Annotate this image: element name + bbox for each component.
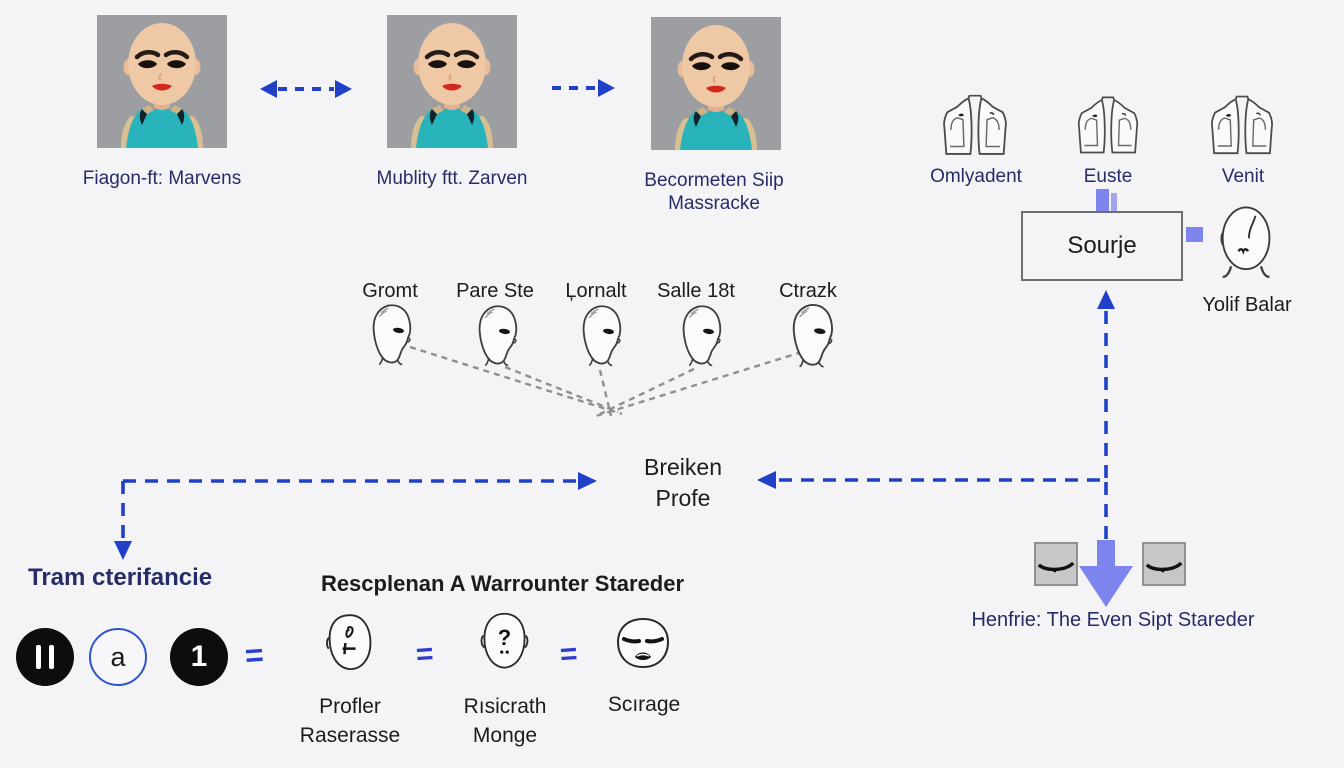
face-1-label: Profler Raserasse (290, 692, 410, 750)
face-1-label-line2: Raserasse (299, 724, 401, 747)
doll-avatar-icon (650, 17, 782, 150)
bottom-right-label: Henfrie: The Even Sipt Stareder (971, 609, 1255, 631)
source-box: Sourje (1021, 211, 1183, 281)
photo-3-label: Becormeten Siip Massracke (594, 170, 834, 216)
face-2-label: Rısicrath Monge (445, 692, 565, 750)
garment-vest-icon (1073, 93, 1143, 163)
profile-head-icon (790, 303, 838, 369)
profile-head-icon (476, 303, 522, 369)
center-node-label: Breiken Profe (600, 452, 766, 514)
face-2-label-line2: Monge (472, 724, 538, 747)
profile-1-label: Gromt (362, 280, 418, 302)
face-3-label: Scırage (584, 692, 704, 717)
profile-head-icon (680, 303, 726, 369)
equals-sign: = (414, 637, 434, 672)
profile-head-icon (580, 303, 626, 369)
equals-sign: = (243, 636, 264, 674)
pause-icon (36, 645, 54, 669)
doll-photo-2 (387, 15, 517, 148)
face-3-label-line1: Scırage (607, 693, 681, 716)
scribble-face-icon (324, 613, 376, 675)
profile-5-label: Ctrazk (779, 280, 837, 302)
garment-vest-icon (1206, 93, 1278, 163)
equals-sign: = (558, 637, 578, 672)
center-label-line1: Breiken (644, 454, 722, 480)
profile-head-icon (370, 303, 416, 367)
photo-1-label: Fiagon-ft: Marvens (82, 168, 242, 189)
yolif-head-icon (1218, 202, 1276, 282)
garment-vest-icon (938, 93, 1012, 163)
bottom-panel-heading: Rescplenan A Warrounter Stareder (320, 571, 685, 596)
frown-face-icon (614, 617, 672, 671)
doll-avatar-icon (97, 15, 227, 148)
profile-2-label: Pare Ste (456, 280, 534, 302)
photo-3-label-line1: Becormeten Siip (644, 170, 784, 191)
profile-3-label: Ļornalt (565, 280, 627, 302)
doll-avatar-icon (387, 15, 517, 148)
number-circle: 1 (170, 628, 228, 686)
face-1-label-line1: Profler (319, 695, 381, 718)
source-box-label: Sourje (1067, 232, 1137, 259)
doll-photo-1 (97, 15, 227, 148)
center-label-line2: Profe (655, 485, 711, 511)
letter-circle-label: a (110, 641, 126, 672)
number-circle-label: 1 (190, 640, 208, 673)
yolif-label: Yolif Balar (1202, 294, 1292, 316)
profile-4-label: Salle 18t (657, 280, 735, 302)
photo-2-label: Mublity ftt. Zarven (376, 168, 528, 189)
garment-2-label: Euste (1083, 166, 1133, 187)
question-face-icon (478, 611, 531, 675)
gray-card-icon (1142, 542, 1186, 586)
face-2-label-line1: Rısicrath (463, 695, 547, 718)
big-down-arrow (1079, 540, 1133, 607)
photo-3-label-line2: Massracke (668, 192, 760, 214)
pause-circle (16, 628, 74, 686)
doll-photo-3 (650, 17, 782, 150)
gray-card-icon (1034, 542, 1078, 586)
left-branch-title: Tram cterifancie (28, 564, 213, 591)
letter-circle: a (89, 628, 147, 686)
garment-3-label: Venit (1221, 166, 1265, 187)
garment-1-label: Omlyadent (930, 166, 1022, 187)
